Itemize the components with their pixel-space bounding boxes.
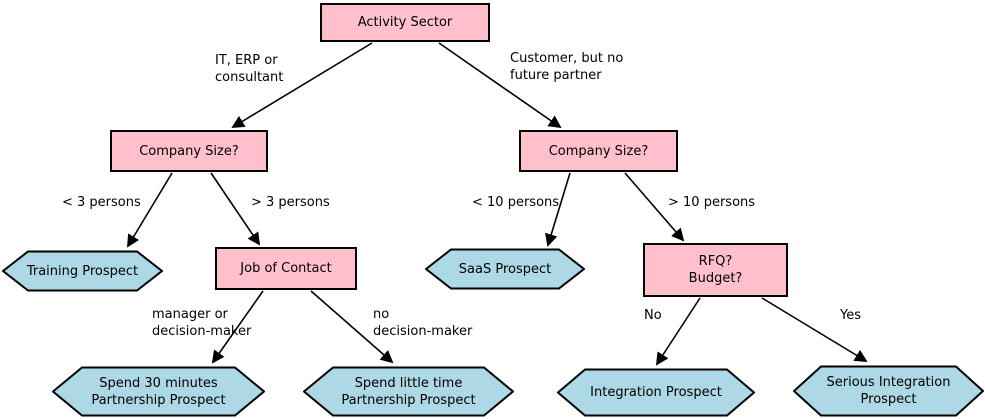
branch-label-lt-10-persons: < 10 persons bbox=[472, 195, 560, 210]
branch-label-gt-10-persons: > 10 persons bbox=[668, 195, 756, 210]
branch-label-customer-no-partner: Customer, but no future partner bbox=[510, 51, 624, 83]
hexagon-shape bbox=[52, 366, 265, 417]
node-label: Company Size? bbox=[139, 143, 239, 159]
node-label: Company Size? bbox=[548, 143, 649, 159]
node-label: RFQ? Budget? bbox=[688, 254, 743, 286]
node-saas-prospect: SaaS Prospect bbox=[425, 248, 585, 290]
node-company-size-right: Company Size? bbox=[519, 130, 678, 172]
hexagon-shape bbox=[793, 365, 984, 417]
node-label: Serious Integration Prospect bbox=[826, 375, 951, 407]
node-label: Activity Sector bbox=[357, 15, 453, 30]
node-company-size-left: Company Size? bbox=[110, 130, 268, 172]
branch-label-manager-decision-maker: manager or decision-maker bbox=[152, 307, 252, 339]
node-label: SaaS Prospect bbox=[458, 261, 552, 277]
branch-label-yes: Yes bbox=[840, 308, 861, 323]
node-spend-little-time-partnership-prospect: Spend little time Partnership Prospect bbox=[303, 366, 514, 417]
hexagon-shape bbox=[303, 366, 514, 417]
node-label: Training Prospect bbox=[26, 263, 139, 279]
branch-label-no-decision-maker: no decision-maker bbox=[373, 307, 473, 339]
hexagon-shape bbox=[425, 248, 585, 290]
branch-label-it-erp-consultant: IT, ERP or consultant bbox=[215, 53, 284, 85]
node-spend-30-minutes-partnership-prospect: Spend 30 minutes Partnership Prospect bbox=[52, 366, 265, 417]
branch-label-lt-3-persons: < 3 persons bbox=[62, 195, 141, 210]
node-label: Spend 30 minutes Partnership Prospect bbox=[91, 375, 226, 408]
branch-label-no: No bbox=[644, 308, 662, 323]
node-serious-integration-prospect: Serious Integration Prospect bbox=[793, 365, 984, 417]
node-integration-prospect: Integration Prospect bbox=[557, 368, 755, 417]
node-training-prospect: Training Prospect bbox=[2, 250, 163, 292]
hexagon-shape bbox=[2, 250, 163, 292]
edge-rfq-to-integration bbox=[655, 297, 701, 366]
node-label: Spend little time Partnership Prospect bbox=[341, 375, 476, 408]
node-label: Job of Contact bbox=[240, 261, 332, 276]
branch-label-gt-3-persons: > 3 persons bbox=[251, 195, 330, 210]
node-job-of-contact: Job of Contact bbox=[215, 247, 357, 290]
node-activity-sector: Activity Sector bbox=[320, 3, 490, 42]
node-rfq-budget: RFQ? Budget? bbox=[643, 243, 788, 297]
node-label: Integration Prospect bbox=[590, 385, 722, 400]
hexagon-shape bbox=[557, 368, 755, 417]
